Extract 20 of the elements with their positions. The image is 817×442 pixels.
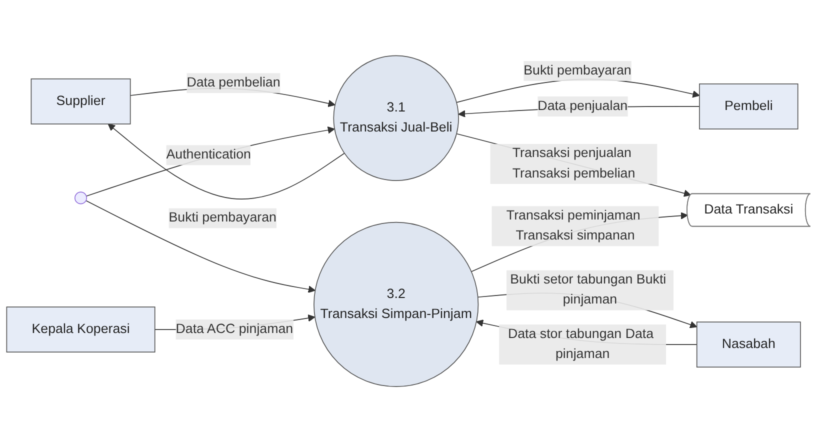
edge-label: Bukti pembayaran [168, 210, 276, 225]
node-circle: 3.2 Transaksi Simpan-Pinjam [314, 222, 479, 387]
node-box: Nasabah [696, 321, 801, 368]
edge-label: Transaksi penjualan Transaksi pembelian [512, 146, 636, 180]
edge-label: Authentication [166, 148, 251, 162]
node-box: Pembeli [699, 83, 798, 130]
arrow [108, 124, 345, 200]
node-box: Supplier [30, 78, 131, 124]
node-circle: 3.1 Transaksi Jual-Beli [333, 55, 459, 181]
node-circle [74, 192, 88, 204]
arrow [86, 200, 316, 293]
edge-label: Bukti pembayaran [524, 63, 632, 78]
edge-label: Bukti setor tabungan Bukti pinjaman [510, 272, 666, 307]
arrow [86, 126, 335, 196]
edge-label: Data stor tabungan Data pinjaman [508, 326, 654, 362]
node-box: Kepala Koperasi [6, 306, 156, 352]
edge-label: Data pembelian [186, 76, 280, 90]
edge-label: Data ACC pinjaman [176, 322, 294, 336]
edge-label: Transaksi peminjaman Transaksi simpanan [506, 208, 640, 243]
edge-label: Data penjualan [538, 98, 628, 113]
